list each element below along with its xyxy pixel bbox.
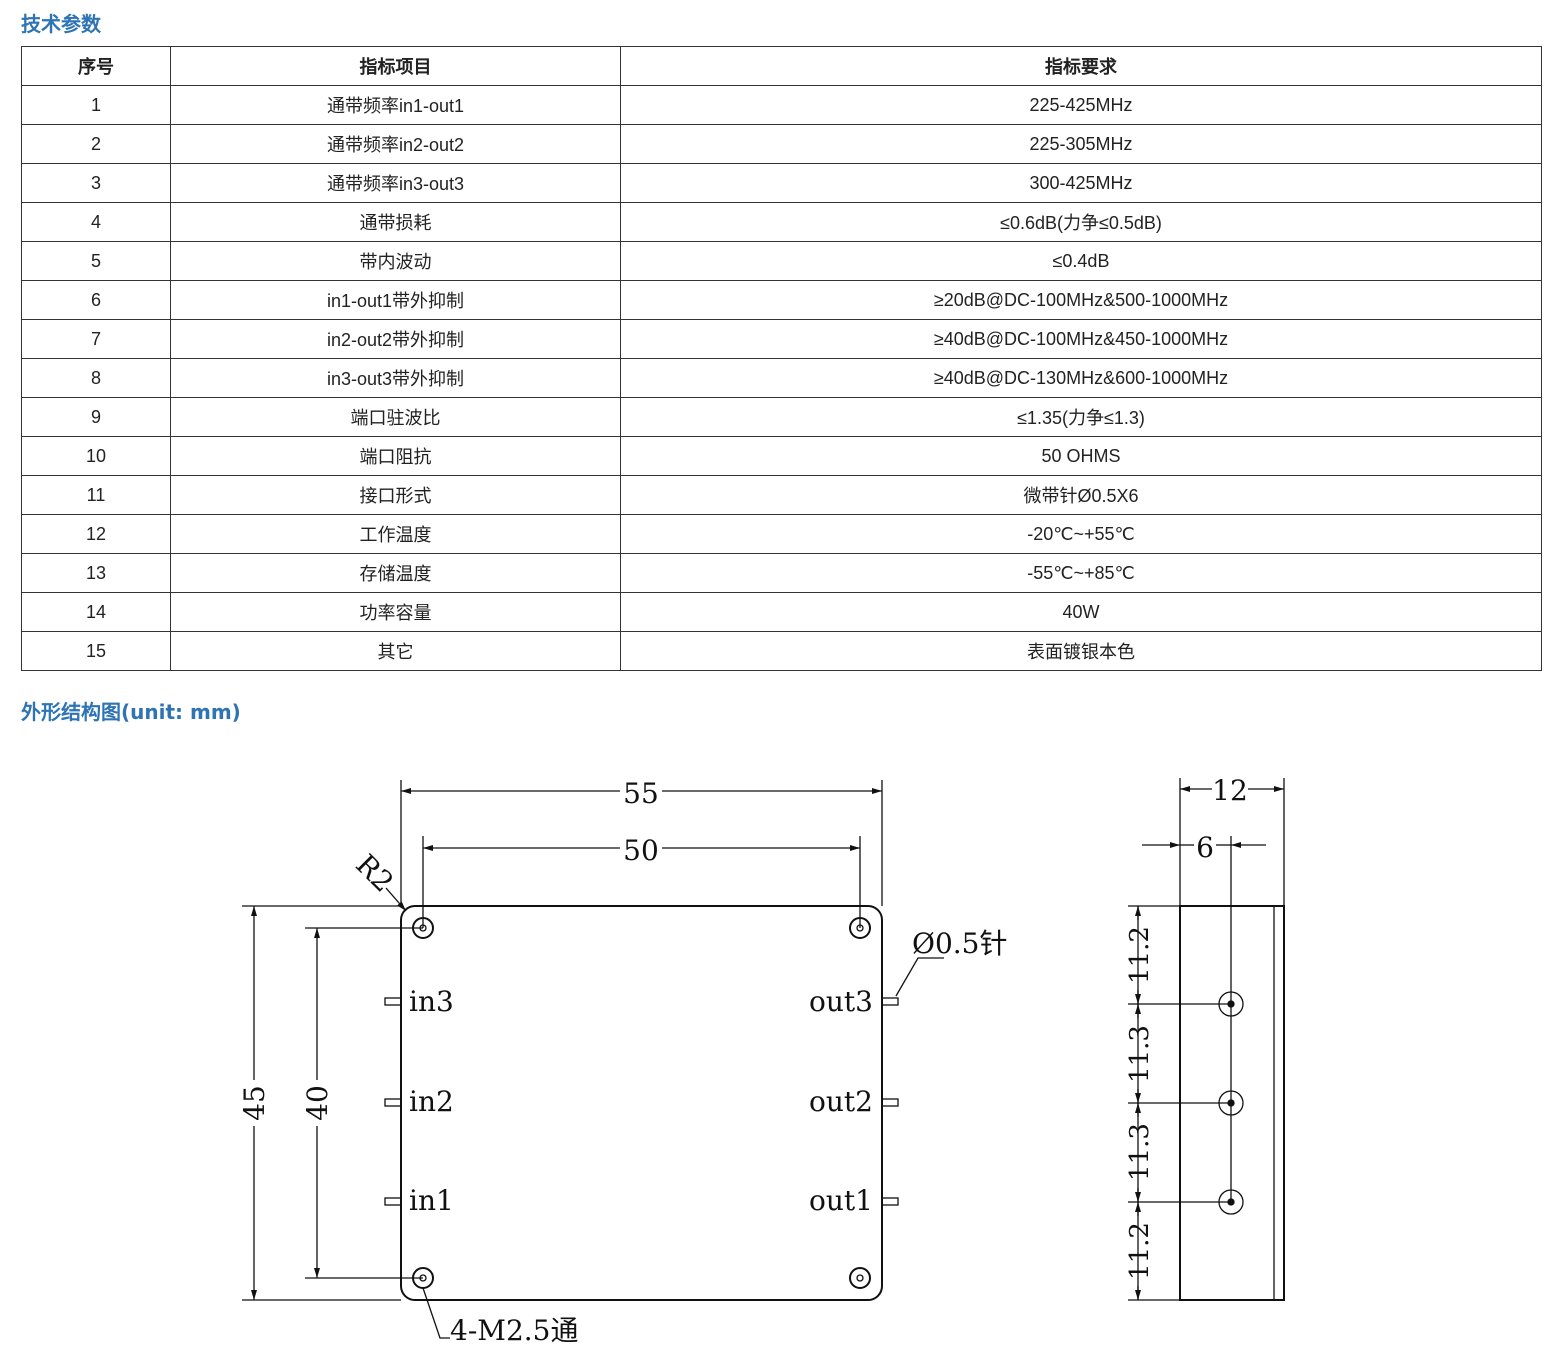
cell-index: 10: [21, 436, 171, 476]
cell-index: 4: [21, 202, 171, 242]
dim-50-label: 50: [623, 834, 659, 867]
cell-index: 7: [21, 319, 171, 359]
side-dim-label: 11.2: [1125, 926, 1155, 984]
cell-requirement: -55℃~+85℃: [620, 553, 1542, 593]
cell-requirement: ≥40dB@DC-130MHz&600-1000MHz: [620, 358, 1542, 398]
mounting-hole-icon: [849, 1267, 871, 1289]
cell-index: 8: [21, 358, 171, 398]
pin-out3: [881, 997, 899, 1006]
cell-item: 功率容量: [170, 592, 621, 632]
cell-requirement: 40W: [620, 592, 1542, 632]
cell-item: 存储温度: [170, 553, 621, 593]
cell-requirement: ≥20dB@DC-100MHz&500-1000MHz: [620, 280, 1542, 320]
dim-55-label: 55: [623, 777, 659, 810]
header-index: 序号: [21, 46, 171, 86]
cell-requirement: 225-305MHz: [620, 124, 1542, 164]
cell-index: 6: [21, 280, 171, 320]
cell-item: in3-out3带外抑制: [170, 358, 621, 398]
outline-drawing: 55 50 12 6 45 40 R2 Ø0.5针 4-M2.5通 in3 in…: [238, 774, 1285, 1347]
cell-item: in2-out2带外抑制: [170, 319, 621, 359]
pin-note-label: Ø0.5针: [912, 927, 1008, 960]
cell-item: 接口形式: [170, 475, 621, 515]
side-dim-label: 11.2: [1125, 1222, 1155, 1280]
side-dim-label: 11.3: [1125, 1025, 1155, 1083]
cell-requirement: 225-425MHz: [620, 85, 1542, 125]
spec-section-title: 技术参数: [21, 12, 101, 36]
port-label-out3: out3: [809, 985, 873, 1018]
cell-item: 通带频率in3-out3: [170, 163, 621, 203]
cell-index: 9: [21, 397, 171, 437]
cell-requirement: ≤0.4dB: [620, 241, 1542, 281]
drawing-section-title: 外形结构图(unit: mm): [21, 700, 241, 724]
pin-out2: [881, 1098, 899, 1107]
port-label-out1: out1: [809, 1184, 873, 1217]
cell-requirement: ≤1.35(力争≤1.3): [620, 397, 1542, 437]
radius-label: R2: [349, 848, 400, 899]
cell-requirement: ≥40dB@DC-100MHz&450-1000MHz: [620, 319, 1542, 359]
cell-requirement: -20℃~+55℃: [620, 514, 1542, 554]
port-label-out2: out2: [809, 1085, 873, 1118]
cell-item: 带内波动: [170, 241, 621, 281]
header-item: 指标项目: [170, 46, 621, 86]
dim-6-label: 6: [1196, 831, 1214, 864]
cell-index: 12: [21, 514, 171, 554]
pin-in3: [384, 997, 402, 1006]
cell-requirement: 微带针Ø0.5X6: [620, 475, 1542, 515]
pin-in2: [384, 1098, 402, 1107]
cell-requirement: 50 OHMS: [620, 436, 1542, 476]
cell-item: 通带频率in1-out1: [170, 85, 621, 125]
port-label-in1: in1: [409, 1184, 454, 1217]
hole-note-label: 4-M2.5通: [450, 1314, 578, 1347]
cell-index: 14: [21, 592, 171, 632]
cell-item: 工作温度: [170, 514, 621, 554]
cell-index: 13: [21, 553, 171, 593]
cell-requirement: 300-425MHz: [620, 163, 1542, 203]
cell-item: 通带频率in2-out2: [170, 124, 621, 164]
cell-index: 1: [21, 85, 171, 125]
side-dim-label: 11.3: [1125, 1123, 1155, 1181]
cell-item: 端口阻抗: [170, 436, 621, 476]
pin-out1: [881, 1197, 899, 1206]
cell-requirement: ≤0.6dB(力争≤0.5dB): [620, 202, 1542, 242]
dim-12-label: 12: [1212, 774, 1248, 807]
cell-item: 端口驻波比: [170, 397, 621, 437]
dim-40-label: 40: [301, 1085, 334, 1121]
pin-in1: [384, 1197, 402, 1206]
cell-index: 5: [21, 241, 171, 281]
port-label-in3: in3: [409, 985, 454, 1018]
cell-index: 2: [21, 124, 171, 164]
cell-index: 11: [21, 475, 171, 515]
cell-index: 3: [21, 163, 171, 203]
cell-index: 15: [21, 631, 171, 671]
dim-45-label: 45: [238, 1085, 271, 1121]
table-header-row: 序号 指标项目 指标要求: [21, 46, 1542, 86]
cell-item: 其它: [170, 631, 621, 671]
port-label-in2: in2: [409, 1085, 454, 1118]
cell-item: in1-out1带外抑制: [170, 280, 621, 320]
header-requirement: 指标要求: [620, 46, 1542, 86]
cell-item: 通带损耗: [170, 202, 621, 242]
cell-requirement: 表面镀银本色: [620, 631, 1542, 671]
